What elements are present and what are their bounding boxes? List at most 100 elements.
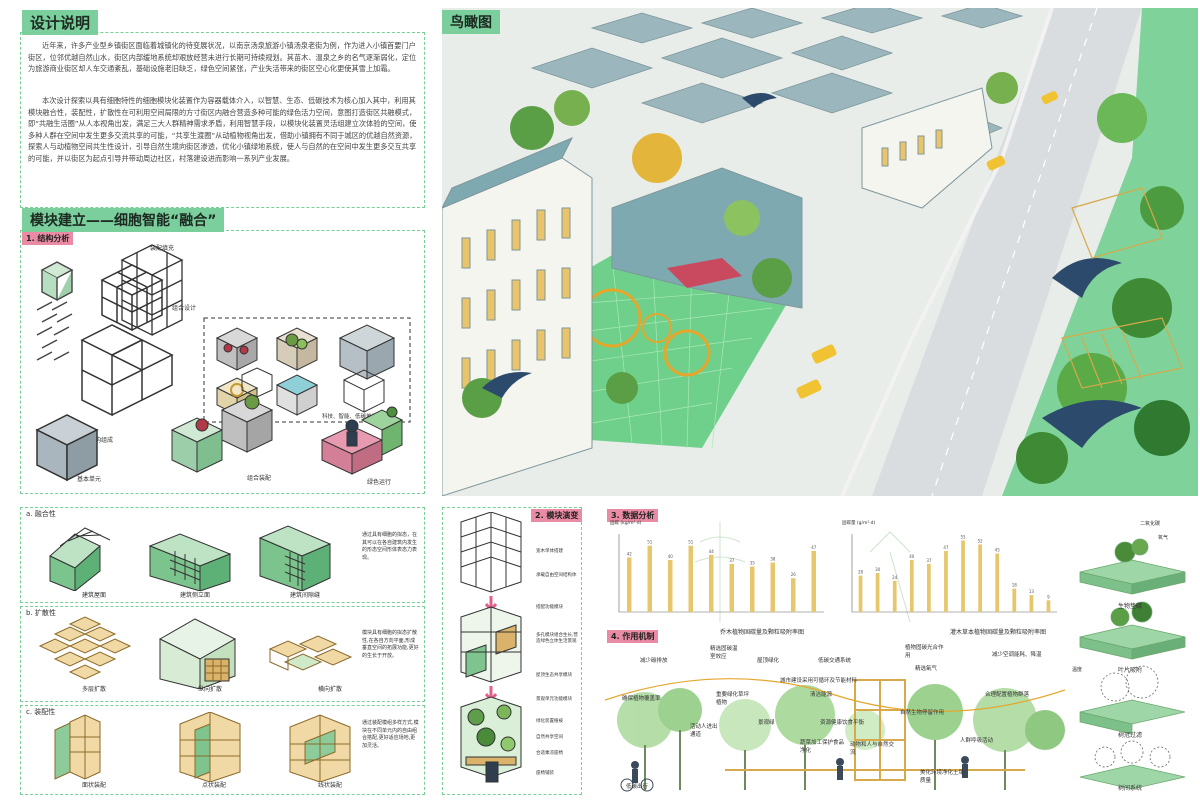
evolution-note-10: 座椅铺装	[536, 771, 554, 776]
left-building	[442, 137, 593, 496]
mech-label-20: 美化环境净化土壤质量	[920, 770, 965, 784]
fusion-box	[20, 507, 425, 603]
chart2-caption: 灌木草本植物固碳量及颗粒吸附率图	[950, 629, 1047, 636]
module-title: 模块建立——细胞智能“融合”	[22, 208, 225, 232]
wood-frames	[1061, 187, 1183, 389]
chart-shrub-bar-4	[909, 560, 914, 612]
structure-box	[20, 230, 425, 494]
spread-multi	[38, 616, 132, 680]
spread-item-2: 纵向扩散	[198, 686, 223, 693]
mech-label-16: 合理配置植物群落	[985, 692, 1030, 698]
fusion-roof	[49, 527, 111, 591]
chart-arbor-bar-2	[647, 545, 653, 612]
evolution-note-3: 搭配功能模块	[536, 605, 563, 610]
mech-label-2: 精选固碳温室效应	[710, 646, 738, 660]
chart-shrub-bar-6	[944, 550, 948, 612]
spread-vertical	[158, 618, 237, 689]
chart-shrub-bar-1	[858, 575, 863, 612]
mechanism-illustration	[605, 678, 1065, 792]
fusion-tag: a. 融合性	[26, 510, 56, 518]
design-paragraph-2: 本次设计探索以具有细胞特性的细胞模块化装置作为容器载体介入，以智慧、生态、低碳技…	[28, 96, 417, 163]
assembly-diagram	[54, 712, 351, 782]
legend-item-4: 树间系统	[1118, 785, 1143, 792]
chart-arbor-bar-label-5: 44	[709, 549, 715, 554]
plaza-circle-3	[642, 313, 672, 343]
chart-arbor-bar-label-2: 51	[647, 540, 653, 545]
spread-horizontal	[268, 635, 353, 671]
chart-shrub-bar-label-1: 28	[858, 570, 864, 575]
bicycle-wheel-2	[640, 778, 654, 792]
chart-shrub-bar-label-4: 40	[909, 554, 915, 559]
fusion-item-1: 建筑屋面	[82, 592, 107, 599]
chart1-caption: 乔木植物固碳量及颗粒吸附率图	[720, 629, 805, 636]
green-label: 绿色运行	[367, 478, 391, 486]
mech-label-12: 活动人进出通道	[690, 724, 718, 738]
mech-label-4: 低碳交通系统	[818, 658, 852, 664]
mech-label-7: 减少空调能耗、降温	[992, 652, 1042, 658]
chart-shrub-bar-label-5: 37	[926, 558, 932, 563]
assembly-item-2: 点状装配	[202, 782, 227, 789]
chart-shrub-bar-8	[978, 544, 983, 612]
chart-shrub-bar-9	[995, 553, 1000, 612]
fusion-note: 通过具有细胞的拟态，在其可以在各自建筑内发生的形态空间形体表态力表现。	[362, 532, 418, 561]
chart-shrub-bar-label-9: 45	[995, 548, 1001, 553]
chart-arbor-bar-3	[667, 560, 673, 612]
evolution-note-4: 多孔模块组合生长,营造绿色立体生活景观	[536, 633, 578, 644]
evolution-note-6: 景观单元功能模块	[536, 697, 572, 702]
chart-arbor-bar-label-7: 35	[750, 561, 756, 566]
module-box	[203, 317, 411, 423]
mech-label-10: 城市建设采用可循环及节能材料	[780, 678, 858, 684]
evolution-note-5: 屋顶生态共享模块	[536, 673, 572, 678]
chart-shrub-bar-2	[875, 573, 880, 612]
spread-box	[20, 606, 425, 702]
assembly-point	[179, 712, 241, 782]
assemble-label: 组合装配	[247, 474, 271, 482]
fusion-gap	[258, 525, 332, 591]
mech-label-1: 减少碳排放	[640, 658, 668, 664]
chart-arbor-bar-6	[729, 563, 735, 612]
module-6	[342, 369, 386, 413]
mech-label-18: 人群呼吸活动	[960, 738, 994, 744]
mech-label-11: 清洁能源	[810, 692, 833, 698]
chart-shrub-bar-7	[961, 540, 965, 612]
cars	[796, 91, 1058, 399]
fill-label: 装配填充	[150, 244, 174, 252]
assembly-item-3: 线状装配	[318, 782, 343, 789]
evolution-stage-3	[460, 696, 522, 783]
chart-shrub-bar-label-2: 30	[875, 567, 881, 572]
right-legend-illustration	[1079, 538, 1186, 790]
green-bench	[320, 406, 404, 475]
legend-label-o2: 氧气	[1158, 535, 1169, 541]
fusion-diagram	[49, 525, 332, 591]
legend-leaf	[1079, 601, 1186, 660]
chart-arbor-bar-label-3: 40	[668, 554, 674, 559]
frame-piece-1	[40, 261, 74, 302]
mech-label-9: 重要绿化草坪植物	[716, 692, 750, 706]
chart-arbor-bar-label-1: 42	[627, 551, 633, 556]
mech-label-6: 精选氧气	[915, 666, 938, 672]
legend-item-3: 树冠过滤	[1118, 732, 1143, 739]
chart-shrub-bar-3	[892, 580, 897, 612]
evolution-diagram	[460, 512, 522, 783]
evolution-note-2: 承载自由空间结构体	[536, 573, 577, 578]
evolution-stage-2	[460, 606, 522, 683]
trees	[462, 72, 1190, 484]
legend-item-1: 生物垫碳	[1118, 603, 1143, 610]
chart-arbor-axis	[618, 534, 824, 613]
birds	[482, 93, 1142, 448]
road-curb	[840, 8, 1054, 496]
legend-label-temp: 温度	[1072, 667, 1083, 673]
assembly-box	[20, 705, 425, 795]
frame-piece-2	[36, 301, 73, 361]
fusion-item-3: 建筑间隙缝	[290, 592, 321, 599]
chart-shrub-bar-label-3: 24	[892, 575, 898, 580]
chart-shrub-bar-10	[1012, 588, 1017, 612]
chart-arbor-bar-5	[708, 554, 714, 612]
chart-shrub-bar-5	[926, 563, 931, 612]
aerial-illustration	[442, 8, 1198, 496]
data-tag: 3. 数据分析	[607, 509, 659, 522]
chart-arbor-bar-label-8: 38	[770, 557, 776, 562]
chart-shrub-bar-label-11: 13	[1029, 589, 1035, 594]
mech-label-5: 植物固碳光合作用	[905, 645, 944, 659]
